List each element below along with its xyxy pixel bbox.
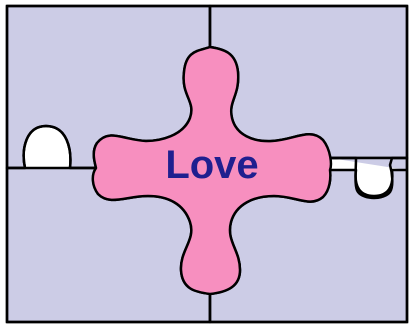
center-piece-label: Love: [165, 143, 258, 187]
